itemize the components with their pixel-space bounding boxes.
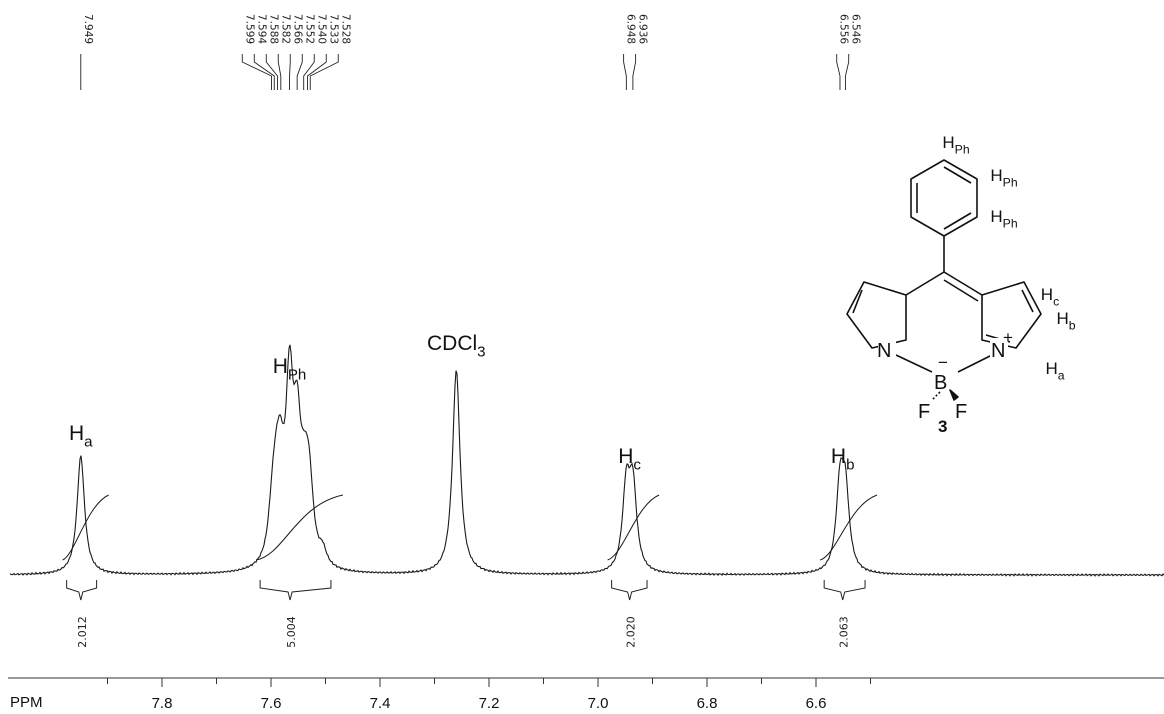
peak-list-label: 7.566 (291, 14, 303, 44)
compound-number: 3 (938, 417, 947, 436)
tick-label: 7.2 (479, 695, 500, 712)
axis-label: PPM (10, 694, 43, 711)
n-b-left (895, 354, 933, 373)
peak-list-connector (253, 54, 275, 90)
peak-list-connector (265, 54, 278, 90)
phenyl-ring (910, 159, 978, 237)
ppm-axis: PPM 7.8 7.6 7.4 7.2 7.0 6.8 6.6 (8, 677, 1164, 712)
b-f-left (931, 391, 941, 401)
peak-list-connector (623, 54, 627, 90)
peak-annotation: Hb (831, 445, 855, 474)
integral-value: 2.020 (625, 616, 638, 648)
b-atom: B (934, 372, 947, 394)
n-atom-right: N (991, 340, 1005, 362)
f-atom-left: F (918, 401, 930, 423)
peak-list-label: 6.546 (850, 14, 862, 44)
meso-right-double (943, 279, 979, 302)
left-pyrrole (846, 281, 907, 349)
peak-list-connector (241, 54, 272, 90)
n-atom-left: N (877, 340, 891, 362)
meso-right-bond (943, 271, 983, 296)
structure-h-label: HPh (990, 166, 1017, 189)
peak-list-connector (309, 54, 339, 90)
spectrum-trace (9, 344, 1164, 577)
tick-label: 7.6 (261, 695, 282, 712)
peak-list-label: 7.528 (339, 14, 351, 44)
peak-list-connector (632, 54, 637, 90)
integral-curve (819, 494, 878, 561)
integral-bracket (611, 580, 648, 601)
peak-list-label: 7.949 (82, 14, 94, 44)
peak-list-label: 6.948 (625, 14, 637, 44)
integral-bracket (66, 580, 98, 601)
peak-list-label: 7.588 (267, 14, 279, 44)
plus-charge: + (1003, 328, 1013, 347)
peak-list-label: 7.552 (303, 14, 315, 44)
peak-list-connector (303, 54, 315, 90)
peak-list-label: 6.936 (637, 14, 649, 44)
peak-annotation: Hc (618, 445, 641, 474)
structure-h-label: Ha (1045, 359, 1064, 382)
structure-h-label: HPh (990, 207, 1017, 230)
right-pyrrole (981, 281, 1042, 349)
tick-label: 6.8 (697, 695, 718, 712)
minus-charge: − (938, 353, 948, 372)
f-atom-right: F (955, 401, 967, 423)
peak-annotation: HPh (273, 355, 307, 384)
integral-curve (607, 494, 660, 561)
peak-list-connector (277, 54, 282, 90)
integral-value: 5.004 (285, 616, 298, 648)
integral-value: 2.063 (838, 616, 851, 648)
structure-h-label: Hc (1041, 285, 1059, 308)
peak-list-label: 7.533 (327, 14, 339, 44)
peak-annotation: Ha (69, 422, 93, 451)
phenyl-inner-bonds (916, 166, 972, 230)
tick-label: 7.4 (370, 695, 391, 712)
peak-list-connector (289, 54, 291, 90)
tick-label: 6.6 (806, 695, 827, 712)
integrals: 2.012 5.004 2.020 2.063 (62, 494, 878, 648)
integral-bracket (259, 580, 332, 601)
peak-annotation: CDCl3 (427, 332, 486, 361)
peak-list-label: 7.582 (279, 14, 291, 44)
peak-list-connector (307, 54, 327, 90)
chemical-structure (846, 159, 1042, 401)
peak-list-connector (836, 54, 841, 90)
peak-list-label: 7.599 (243, 14, 255, 44)
tick-label: 7.8 (152, 695, 173, 712)
peak-list-connector (296, 54, 303, 90)
structure-labels: N N + B − F F 3 (877, 328, 1013, 436)
structure-h-label: Hb (1056, 309, 1075, 332)
integral-curve (62, 494, 109, 561)
n-b-right (957, 354, 993, 373)
tick-label: 7.0 (588, 695, 609, 712)
integral-value: 2.012 (76, 616, 89, 648)
integral-curve (256, 494, 344, 561)
peak-list-connector (844, 54, 850, 90)
peak-list-label: 7.540 (315, 14, 327, 44)
b-f-wedge (949, 389, 959, 401)
peak-list-label: 6.556 (838, 14, 850, 44)
integral-bracket (823, 580, 866, 601)
meso-left-bond (905, 271, 945, 296)
structure-h-label: HPh (942, 133, 969, 156)
peak-list-label: 7.594 (255, 14, 267, 44)
